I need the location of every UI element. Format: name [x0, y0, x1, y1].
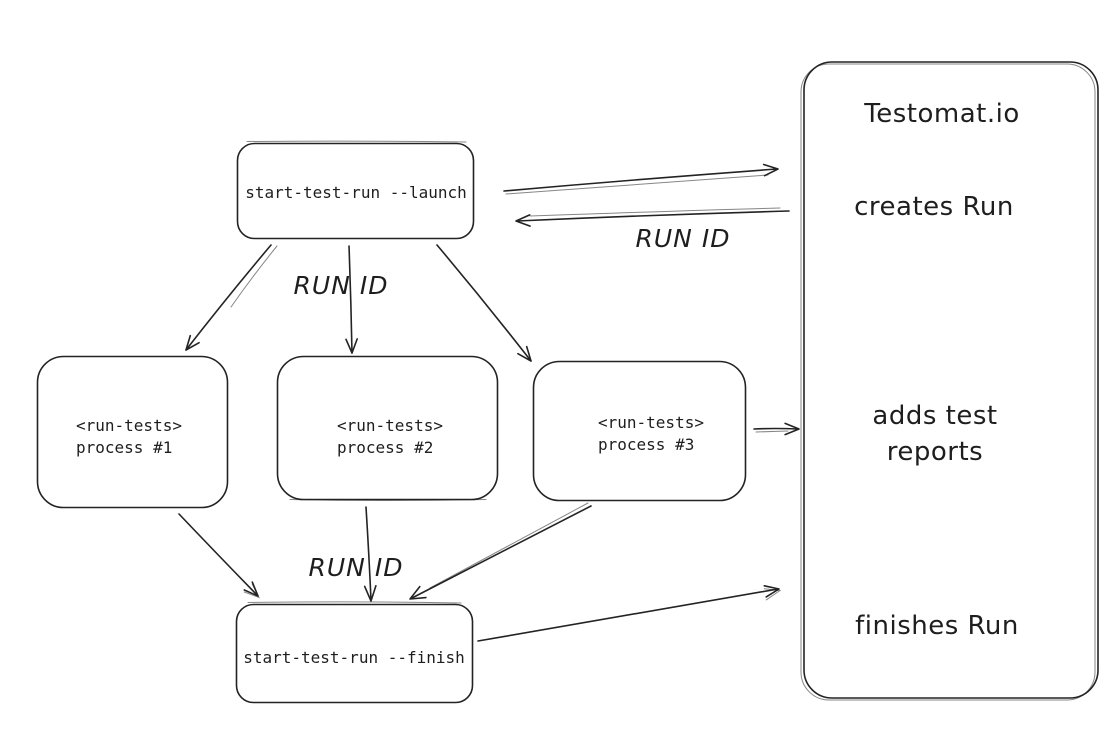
arrow-launch-to-process3	[436, 244, 532, 362]
arrow-line	[503, 168, 778, 192]
process3-box-shape	[532, 360, 747, 502]
finish-box-overdraw	[247, 601, 462, 604]
arrow-head	[762, 163, 779, 177]
arrow-testomat-to-launch: RUN ID	[515, 207, 790, 253]
run-id-fanout-label: RUN ID	[294, 271, 389, 300]
process2-label-line2: process #2	[337, 438, 433, 457]
node-testomat-panel: Testomat.io creates Run adds test report…	[800, 61, 1099, 701]
launch-box-overdraw	[246, 140, 467, 143]
arrow-overdraw	[230, 245, 278, 308]
arrow-head	[185, 334, 200, 351]
arrow-head-overdraw	[763, 588, 782, 601]
arrow-head	[517, 345, 532, 362]
arrow-line	[365, 506, 372, 601]
arrow-head	[784, 422, 800, 436]
arrow-line	[178, 513, 258, 596]
arrow-process3-to-testomat	[753, 422, 800, 436]
arrow-line	[411, 505, 592, 599]
arrow-launch-to-testomat	[503, 163, 779, 195]
arrow-head	[515, 214, 531, 227]
arrow-head	[363, 585, 377, 602]
testomat-panel-shape-overdraw	[800, 63, 1096, 701]
node-start-test-run-launch: start-test-run --launch	[236, 140, 475, 240]
step-adds-test-reports-line2: reports	[887, 437, 983, 467]
arrow-line	[516, 210, 790, 222]
process2-box-overdraw	[289, 499, 487, 501]
arrow-overdraw	[429, 502, 589, 589]
arrow-head	[763, 585, 780, 598]
finish-box-label: start-test-run --finish	[243, 648, 465, 667]
process3-label-line1: <run-tests>	[598, 413, 704, 432]
node-run-tests-process-3: <run-tests> process #3	[532, 360, 747, 502]
process1-box-shape	[36, 355, 229, 509]
arrow-overdraw	[505, 174, 769, 195]
arrow-overdraw	[755, 430, 789, 433]
arrow-launch-to-process2: RUN ID	[294, 245, 389, 354]
arrow-process2-to-finish: RUN ID	[309, 506, 404, 602]
run-id-return-label: RUN ID	[636, 224, 731, 253]
finish-box-shape	[235, 603, 474, 704]
arrow-overdraw	[529, 207, 781, 217]
node-run-tests-process-1: <run-tests> process #1	[36, 355, 229, 509]
process2-box-shape	[276, 355, 499, 501]
testomat-title: Testomat.io	[863, 99, 1019, 129]
arrow-head	[345, 338, 358, 354]
step-finishes-run: finishes Run	[855, 611, 1019, 641]
step-adds-test-reports-line1: adds test	[872, 401, 997, 431]
arrow-line	[348, 245, 353, 354]
arrow-launch-to-process1	[185, 244, 278, 351]
node-run-tests-process-2: <run-tests> process #2	[276, 355, 499, 501]
step-creates-run: creates Run	[854, 192, 1014, 222]
node-start-test-run-finish: start-test-run --finish	[235, 601, 474, 704]
testomat-panel-shape	[803, 61, 1099, 699]
arrow-line	[753, 427, 799, 430]
arrow-head	[243, 581, 259, 597]
process1-label-line2: process #1	[76, 438, 172, 457]
process1-label-line1: <run-tests>	[76, 416, 182, 435]
launch-box-shape	[236, 142, 475, 240]
arrow-line	[477, 588, 779, 642]
launch-box-label: start-test-run --launch	[245, 183, 467, 202]
arrow-process3-to-finish	[409, 502, 592, 600]
arrow-line	[436, 244, 532, 362]
arrow-finish-to-testomat	[477, 585, 782, 642]
process3-label-line2: process #3	[598, 435, 694, 454]
arrow-process1-to-finish	[178, 513, 261, 599]
arrow-head	[409, 585, 427, 600]
process2-label-line1: <run-tests>	[337, 416, 443, 435]
arrow-line	[185, 244, 272, 351]
run-id-fanin-label: RUN ID	[309, 553, 404, 582]
